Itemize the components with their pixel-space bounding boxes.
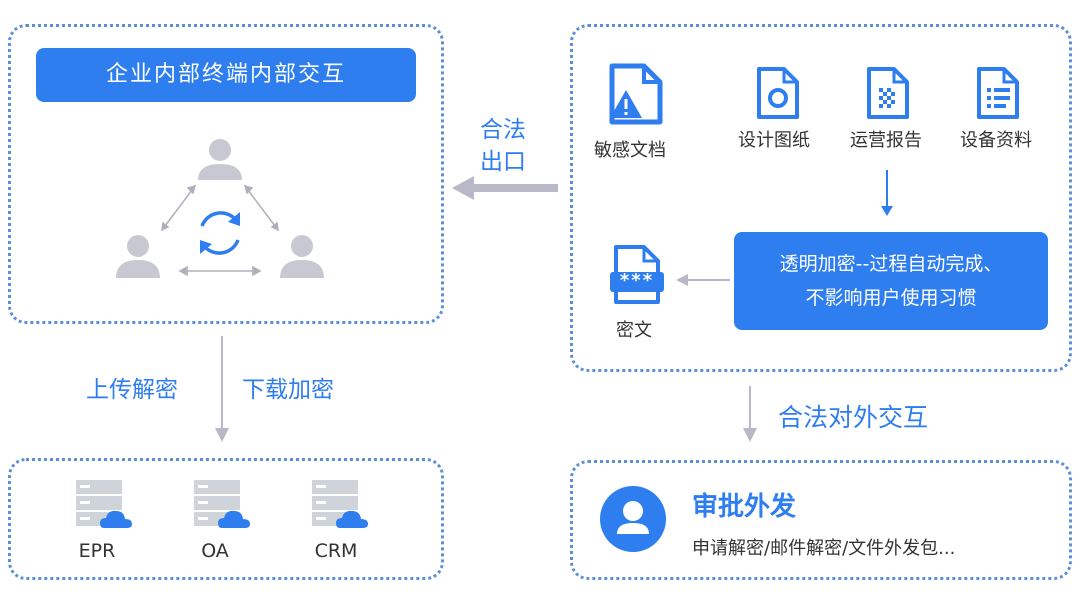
legal-exit-label: 合法 出口 [480,114,526,178]
legal-exit-line1: 合法 [480,117,526,143]
sync-arrowhead [228,212,240,226]
upload-decrypt-label: 上传解密 [86,377,178,403]
system-item: EPR [74,478,136,562]
person-icon [198,139,242,180]
system-item: OA [192,478,254,562]
report-icon [867,67,909,119]
transparent-encryption-box: 透明加密--过程自动完成、 不影响用户使用习惯 [734,232,1048,330]
documents-panel [570,24,1072,372]
device-data-label: 设备资料 [960,130,1032,151]
sensitive-doc-label: 敏感文档 [594,140,666,161]
person-icon [116,235,160,278]
internal-title: 企业内部终端内部交互 [36,48,416,102]
systems-panel [8,458,444,580]
legal-external-arrow [743,386,757,442]
download-encrypt-label: 下载加密 [242,377,334,403]
legal-external-label: 合法对外交互 [778,403,929,432]
server-cloud-icon [194,480,250,528]
encrypt-line2: 不影响用户使用习惯 [805,287,977,309]
design-drawing-icon [757,67,799,119]
user-avatar-icon [600,486,666,552]
internal-interaction-panel [8,24,444,324]
approval-title: 审批外发 [692,492,797,522]
ciphertext-document-icon [610,245,664,304]
legal-exit-line2: 出口 [480,149,526,175]
left-arrow-cipher [676,274,730,286]
sync-arrowhead [200,240,212,254]
down-arrow-encrypt [881,170,893,216]
system-item: CRM [310,478,372,562]
server-cloud-icon [76,480,132,528]
upload-download-arrow [215,336,229,442]
ciphertext-label: 密文 [616,320,652,341]
design-label: 设计图纸 [738,130,810,151]
ops-report-label: 运营报告 [850,130,922,151]
interaction-arrows [161,184,279,277]
encrypt-line1: 透明加密--过程自动完成、 [779,253,1003,275]
legal-exit-arrow [452,176,558,200]
system-label: EPR [78,540,116,562]
user-triangle-diagram [116,139,324,278]
system-label: OA [201,540,229,562]
approval-panel [570,460,1072,580]
cipher-stars: *** [619,270,655,291]
sync-icon [200,211,240,255]
device-data-icon [977,67,1019,119]
approval-subtitle: 申请解密/邮件解密/文件外发包... [692,538,956,559]
system-label: CRM [314,540,358,562]
person-icon [280,235,324,278]
server-cloud-icon [312,480,368,528]
sensitive-document-icon [609,63,663,125]
